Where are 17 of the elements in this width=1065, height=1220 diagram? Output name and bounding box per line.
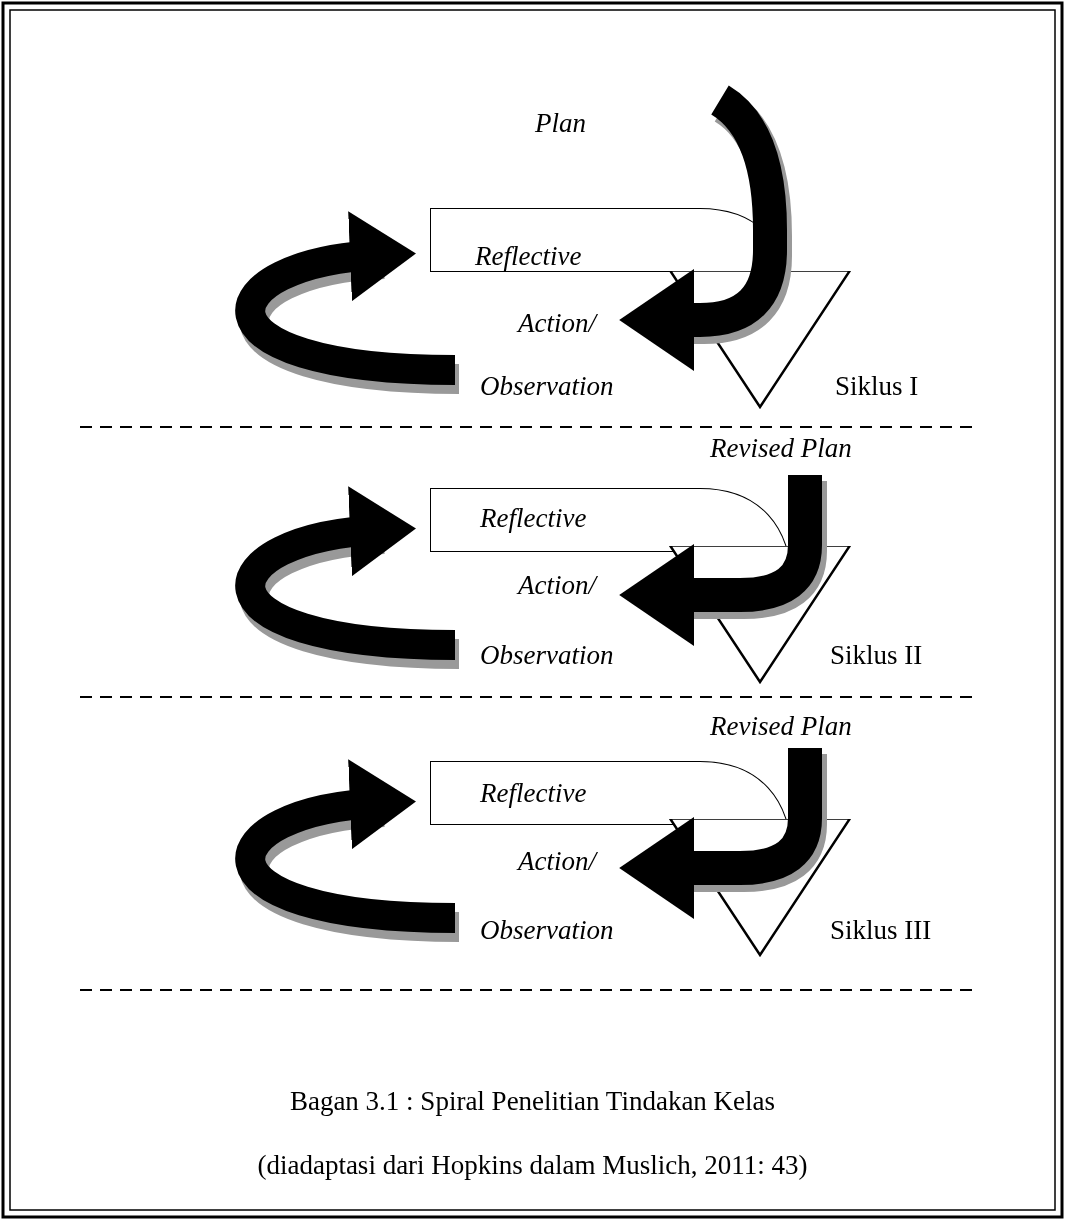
phase-label: Action/ <box>518 572 596 599</box>
figure-caption: (diadaptasi dari Hopkins dalam Muslich, 2011: 43) <box>257 1150 808 1180</box>
cycle-label: Siklus II <box>830 642 923 669</box>
phase-label: Reflective <box>475 243 582 270</box>
phase-label: Revised Plan <box>710 713 852 740</box>
cycle-label: Siklus I <box>835 373 919 400</box>
phase-label: Action/ <box>518 310 596 337</box>
figure-title: Bagan 3.1 : Spiral Penelitian Tindakan Kelas <box>289 1086 776 1116</box>
phase-label: Observation <box>480 917 614 944</box>
phase-label: Observation <box>480 373 614 400</box>
phase-label: Plan <box>535 110 586 137</box>
phase-label: Action/ <box>518 848 596 875</box>
cycle-label: Siklus III <box>830 917 932 944</box>
phase-label: Observation <box>480 642 614 669</box>
phase-label: Reflective <box>480 505 587 532</box>
phase-label: Revised Plan <box>710 435 852 462</box>
phase-label: Reflective <box>480 780 587 807</box>
